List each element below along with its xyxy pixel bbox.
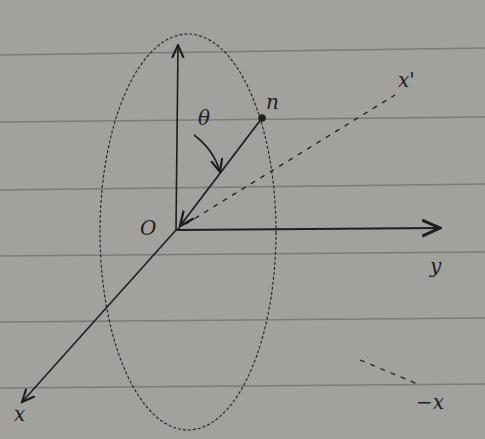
point-n (259, 115, 265, 121)
angle-arrow (194, 135, 220, 172)
axis-label: O (140, 218, 156, 238)
y-axis (176, 228, 440, 230)
axis-label: x' (398, 70, 415, 90)
circle-outline (100, 34, 276, 430)
x-axis (22, 230, 176, 402)
vector-n (180, 118, 262, 226)
x-axis-back (176, 95, 395, 230)
axis-label: −x (416, 392, 444, 412)
axis-label: y (430, 256, 441, 276)
axis-label: θ (198, 108, 210, 128)
dash-stroke (360, 360, 420, 385)
z-axis (176, 45, 178, 230)
ruled-lines (0, 48, 485, 388)
axis-label: x (14, 404, 25, 424)
axis-label: n (266, 92, 279, 112)
